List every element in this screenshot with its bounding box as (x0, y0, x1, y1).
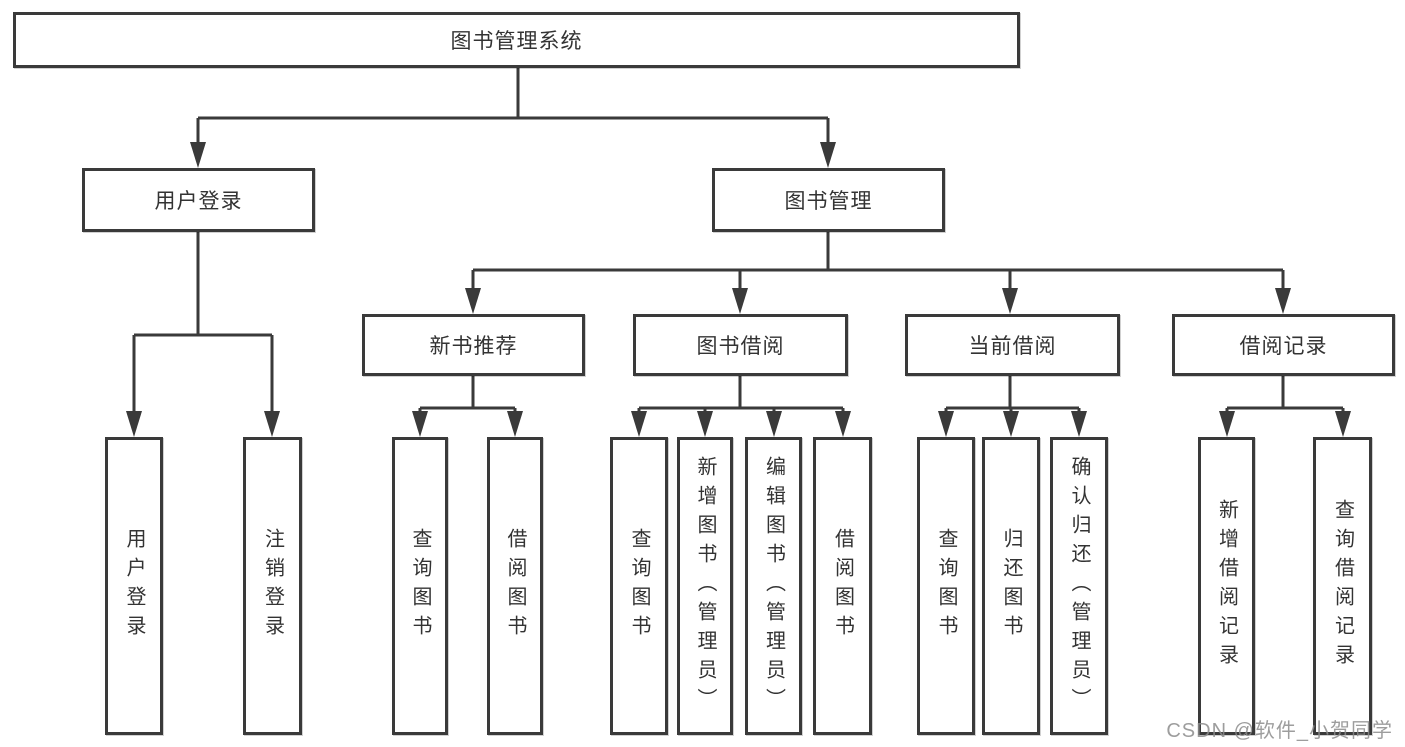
leaf-borrow-book-1: 借阅图书 (487, 437, 543, 735)
leaf-label: 确认归还（管理员） (1068, 455, 1090, 717)
leaf-label: 查询图书 (628, 528, 650, 644)
node-label: 用户登录 (154, 190, 243, 213)
leaf-edit-book-admin: 编辑图书（管理员） (745, 437, 802, 735)
leaf-return-book: 归还图书 (982, 437, 1040, 735)
leaf-label: 查询图书 (935, 528, 957, 644)
leaf-label: 查询借阅记录 (1331, 499, 1354, 673)
leaf-label: 新增图书（管理员） (694, 455, 716, 717)
node-label: 新书推荐 (429, 335, 518, 358)
arrowhead-icons (126, 142, 1351, 437)
csdn-watermark: CSDN @软件_小贺同学 (1166, 720, 1393, 742)
leaf-query-borrow-record: 查询借阅记录 (1313, 437, 1372, 735)
leaf-add-book-admin: 新增图书（管理员） (677, 437, 733, 735)
leaf-query-book-1: 查询图书 (392, 437, 448, 735)
node-label: 当前借阅 (968, 335, 1057, 358)
leaf-user-login: 用户登录 (105, 437, 163, 735)
leaf-confirm-return-admin: 确认归还（管理员） (1050, 437, 1108, 735)
node-user-login-branch: 用户登录 (82, 168, 315, 232)
node-label: 图书管理系统 (450, 30, 583, 53)
leaf-label: 查询图书 (409, 528, 431, 644)
leaf-add-borrow-record: 新增借阅记录 (1198, 437, 1255, 735)
leaf-query-book-2: 查询图书 (610, 437, 668, 735)
node-current-borrow: 当前借阅 (905, 314, 1120, 376)
leaf-label: 注销登录 (261, 528, 284, 644)
node-borrow-records: 借阅记录 (1172, 314, 1395, 376)
leaf-label: 编辑图书（管理员） (762, 455, 785, 717)
leaf-query-book-3: 查询图书 (917, 437, 975, 735)
leaf-borrow-book-2: 借阅图书 (813, 437, 872, 735)
node-root-system: 图书管理系统 (13, 12, 1020, 68)
leaf-label: 新增借阅记录 (1215, 499, 1238, 673)
node-book-borrow: 图书借阅 (633, 314, 848, 376)
leaf-label: 借阅图书 (504, 528, 526, 644)
node-book-management-branch: 图书管理 (712, 168, 945, 232)
leaf-logout: 注销登录 (243, 437, 302, 735)
node-label: 借阅记录 (1239, 335, 1328, 358)
node-new-book-recommend: 新书推荐 (362, 314, 585, 376)
node-label: 图书借阅 (696, 335, 785, 358)
node-label: 图书管理 (784, 190, 873, 213)
leaf-label: 用户登录 (123, 528, 145, 644)
leaf-label: 借阅图书 (831, 528, 854, 644)
leaf-label: 归还图书 (1000, 528, 1022, 644)
